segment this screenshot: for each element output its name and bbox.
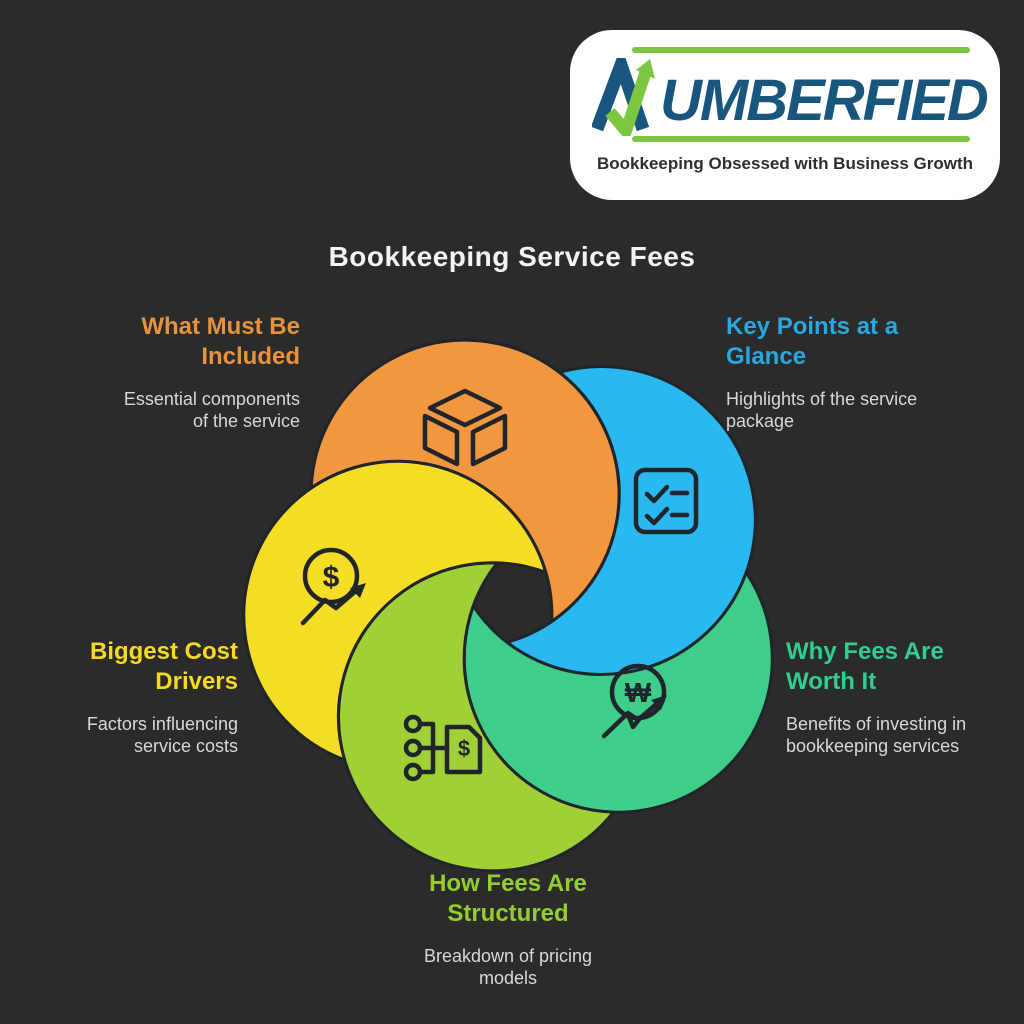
section-description: Highlights of the service package xyxy=(726,389,918,431)
logo-tagline: Bookkeeping Obsessed with Business Growt… xyxy=(597,154,973,173)
svg-text:$: $ xyxy=(323,561,340,594)
numberfied-n-logo-icon xyxy=(592,58,655,136)
logo-rule-top xyxy=(632,47,970,53)
svg-text:$: $ xyxy=(458,736,470,761)
svg-text:₩: ₩ xyxy=(625,677,652,708)
section-biggest-cost-drivers: Biggest Cost Drivers Factors influencing… xyxy=(87,637,238,758)
petal-biggest-cost-drivers xyxy=(242,459,548,762)
cube-icon xyxy=(422,388,508,467)
section-description: Factors influencing service costs xyxy=(86,714,238,756)
section-heading: Biggest Cost Drivers xyxy=(89,638,238,695)
pricing-tree-icon: $ xyxy=(403,714,483,782)
logo-card: UMBERFIED Bookkeeping Obsessed with Busi… xyxy=(570,30,1000,200)
section-description: Essential components of the service xyxy=(123,389,300,431)
section-heading: How Fees Are Structured xyxy=(429,870,587,927)
section-description: Breakdown of pricing models xyxy=(423,946,593,988)
section-why-fees-are-worth-it: Why Fees Are Worth It Benefits of invest… xyxy=(786,637,966,758)
dollar-growth-icon: $ xyxy=(300,547,366,626)
section-heading: What Must Be Included xyxy=(141,313,300,370)
brand-wordmark: UMBERFIED xyxy=(660,68,989,133)
won-growth-icon: ₩ xyxy=(601,663,667,739)
section-how-fees-are-structured: How Fees Are Structured Breakdown of pri… xyxy=(358,869,658,990)
page-title: Bookkeeping Service Fees xyxy=(328,241,696,272)
section-key-points-at-a-glance: Key Points at a Glance Highlights of the… xyxy=(726,312,917,433)
logo-rule-bottom xyxy=(632,136,970,142)
section-what-must-be-included: What Must Be Included Essential componen… xyxy=(124,312,300,433)
section-description: Benefits of investing in bookkeeping ser… xyxy=(786,714,967,756)
checklist-icon xyxy=(633,467,699,535)
section-heading: Key Points at a Glance xyxy=(726,313,899,370)
section-heading: Why Fees Are Worth It xyxy=(786,638,944,695)
